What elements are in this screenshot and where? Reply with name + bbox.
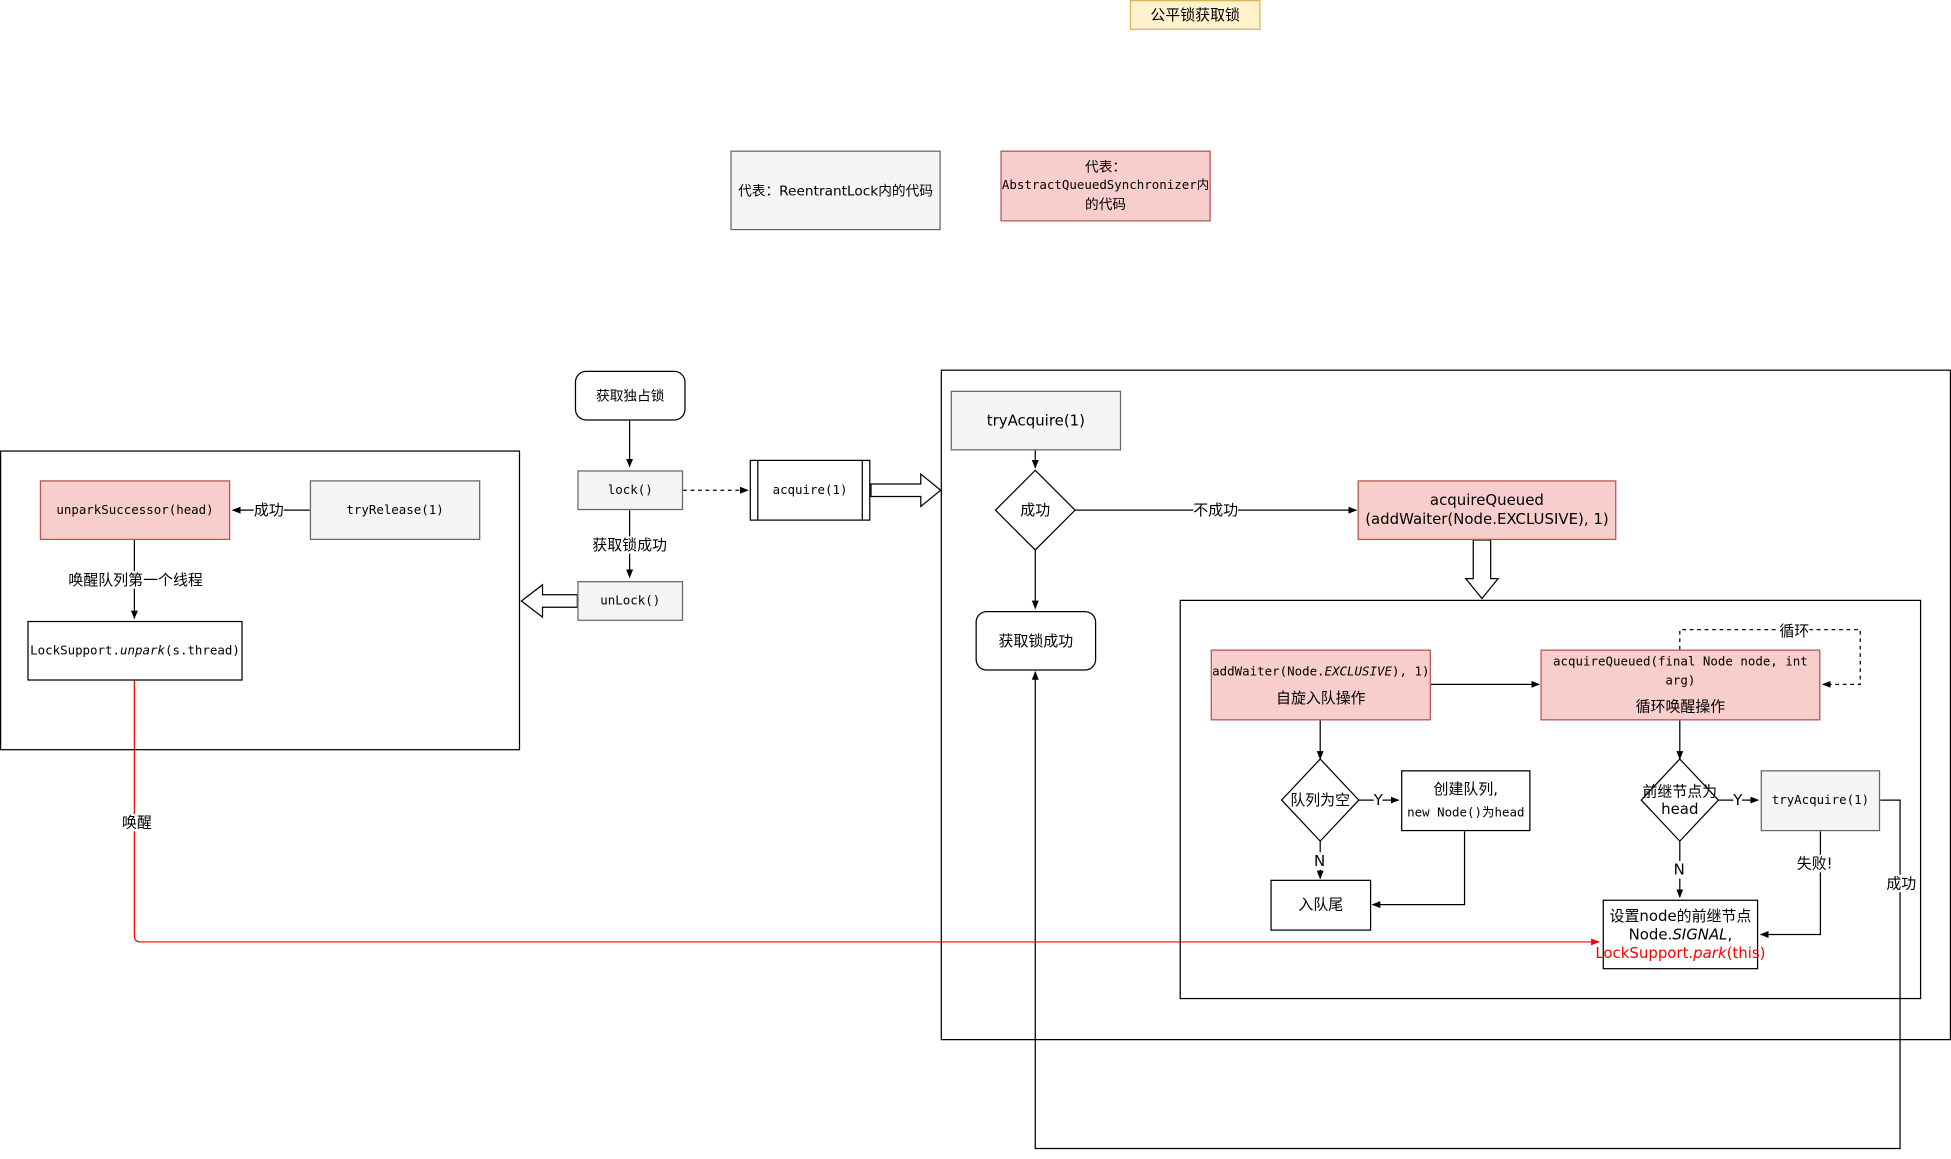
fail-label: 失败! — [1796, 854, 1833, 873]
add-waiter-prefix: addWaiter(Node. — [1212, 665, 1325, 679]
diamond-pred-head — [1640, 758, 1720, 843]
loop-label: 循环 — [1779, 622, 1810, 640]
unpark-successor-text: unparkSuccessor(head) — [56, 503, 214, 518]
enqueue-tail-node: 入队尾 — [1270, 879, 1372, 931]
get-exclusive-lock-text: 获取独占锁 — [596, 387, 665, 404]
try-acquire-inner-node: tryAcquire(1) — [1760, 770, 1881, 832]
pred-head-line2: head — [1661, 800, 1699, 818]
title-text: 公平锁获取锁 — [1150, 5, 1240, 24]
edge-create-to-tail — [1371, 831, 1466, 909]
set-node-line3-suffix: (this) — [1726, 943, 1766, 962]
acquire-queued-node: acquireQueued (addWaiter(Node.EXCLUSIVE)… — [1357, 480, 1617, 541]
acquire-node-text: acquire(1) — [772, 483, 848, 498]
loop-wake-text: 循环唤醒操作 — [1635, 698, 1726, 716]
got-lock-node: 获取锁成功 — [975, 610, 1097, 671]
locksupport-method: unpark — [120, 643, 165, 658]
legend-reentrant: 代表：ReentrantLock内的代码 — [730, 150, 941, 231]
acquire-process-box — [749, 459, 871, 521]
add-waiter-node: addWaiter(Node.EXCLUSIVE), 1) 自旋入队操作 — [1210, 649, 1431, 721]
try-release-node: tryRelease(1) — [309, 480, 481, 541]
try-acquire-inner-text: tryAcquire(1) — [1771, 793, 1870, 808]
set-node-line3: LockSupport.park(this) — [1595, 944, 1765, 963]
create-queue-line2: new Node()为head — [1407, 805, 1525, 820]
wake-first-label: 唤醒队列第一个线程 — [68, 571, 203, 589]
success-diamond-text: 成功 — [1020, 501, 1051, 519]
y2-label: Y — [1733, 791, 1743, 809]
set-node-line2-italic: SIGNAL — [1672, 925, 1728, 943]
try-acquire-node: tryAcquire(1) — [950, 390, 1122, 451]
hollow-arrow-acquire — [870, 472, 942, 508]
try-acquire-text: tryAcquire(1) — [986, 411, 1085, 429]
pred-head-line1: 前继节点为 — [1642, 782, 1718, 801]
queue-empty-text: 队列为空 — [1290, 791, 1351, 809]
create-queue-node: 创建队列, new Node()为head — [1401, 770, 1531, 832]
success-edge-label: 成功 — [1886, 874, 1917, 893]
lock-node-text: lock() — [607, 483, 653, 498]
enqueue-tail-text: 入队尾 — [1298, 895, 1344, 914]
y1-label: Y — [1373, 791, 1383, 809]
unlock-node: unLock() — [577, 581, 684, 621]
unpark-successor-node: unparkSuccessor(head) — [39, 480, 231, 541]
add-waiter-signature: addWaiter(Node.EXCLUSIVE), 1) — [1212, 663, 1429, 682]
set-node-signal-node: 设置node的前继节点 Node.SIGNAL, LockSupport.par… — [1595, 899, 1766, 970]
get-exclusive-lock: 获取独占锁 — [574, 370, 686, 421]
set-node-line3-italic: park — [1693, 943, 1727, 962]
diagram-title: 公平锁获取锁 — [1129, 0, 1261, 30]
hollow-arrow-unlock — [520, 583, 578, 619]
create-queue-line1: 创建队列, — [1433, 779, 1499, 797]
not-success-label: 不成功 — [1193, 501, 1239, 519]
spin-enqueue-text: 自旋入队操作 — [1276, 688, 1366, 707]
n1-label: N — [1313, 852, 1326, 870]
acquire-queued-inner-node: acquireQueued(final Node node, int arg) … — [1540, 649, 1821, 721]
acquire-queued-line2: (addWaiter(Node.EXCLUSIVE), 1) — [1365, 510, 1609, 528]
right-frame — [940, 369, 1951, 1041]
pred-head-text: 前继节点为 head — [1640, 783, 1720, 818]
legend-aqs-line2: AbstractQueuedSynchronizer内 — [1001, 179, 1210, 193]
edge-wake-red — [133, 680, 1600, 946]
edge-tryacq-success — [1031, 671, 1901, 1150]
unlock-node-text: unLock() — [600, 594, 661, 608]
acquire-queued-signature: acquireQueued(final Node node, int arg) — [1553, 655, 1808, 689]
add-waiter-suffix: ), 1) — [1391, 665, 1430, 679]
inner-frame — [1179, 599, 1922, 1000]
set-node-line3-prefix: LockSupport. — [1595, 943, 1694, 962]
locksupport-unpark-node: LockSupport.unpark(s.thread) — [27, 620, 243, 681]
set-node-line1: 设置node的前继节点 — [1609, 906, 1752, 924]
release-success-label: 成功 — [253, 501, 284, 519]
got-lock-text: 获取锁成功 — [998, 631, 1074, 649]
try-release-text: tryRelease(1) — [346, 503, 444, 518]
set-node-line2-prefix: Node. — [1628, 925, 1673, 943]
legend-aqs: 代表： AbstractQueuedSynchronizer内 的代码 — [1000, 150, 1211, 222]
set-node-line2-suffix: , — [1727, 925, 1733, 943]
set-node-line2: Node.SIGNAL, — [1629, 925, 1733, 944]
diamond-success — [994, 469, 1076, 551]
legend-reentrant-text: 代表：ReentrantLock内的代码 — [738, 182, 933, 199]
locksupport-args: (s.thread) — [164, 643, 240, 658]
lock-success-label: 获取锁成功 — [592, 536, 667, 554]
add-waiter-italic: EXCLUSIVE — [1324, 665, 1392, 679]
n2-label: N — [1673, 861, 1685, 879]
diamond-queue-empty — [1280, 758, 1360, 843]
left-frame — [0, 450, 521, 751]
locksupport-prefix: LockSupport. — [30, 643, 121, 658]
hollow-arrow-queued — [1464, 539, 1500, 600]
acquire-node: acquire(1) — [758, 460, 863, 520]
wake-label: 唤醒 — [121, 813, 152, 832]
legend-aqs-line1: 代表： — [1085, 159, 1127, 176]
lock-node: lock() — [577, 470, 684, 511]
legend-aqs-line3: 的代码 — [1085, 196, 1127, 213]
acquire-queued-line1: acquireQueued — [1429, 491, 1544, 509]
